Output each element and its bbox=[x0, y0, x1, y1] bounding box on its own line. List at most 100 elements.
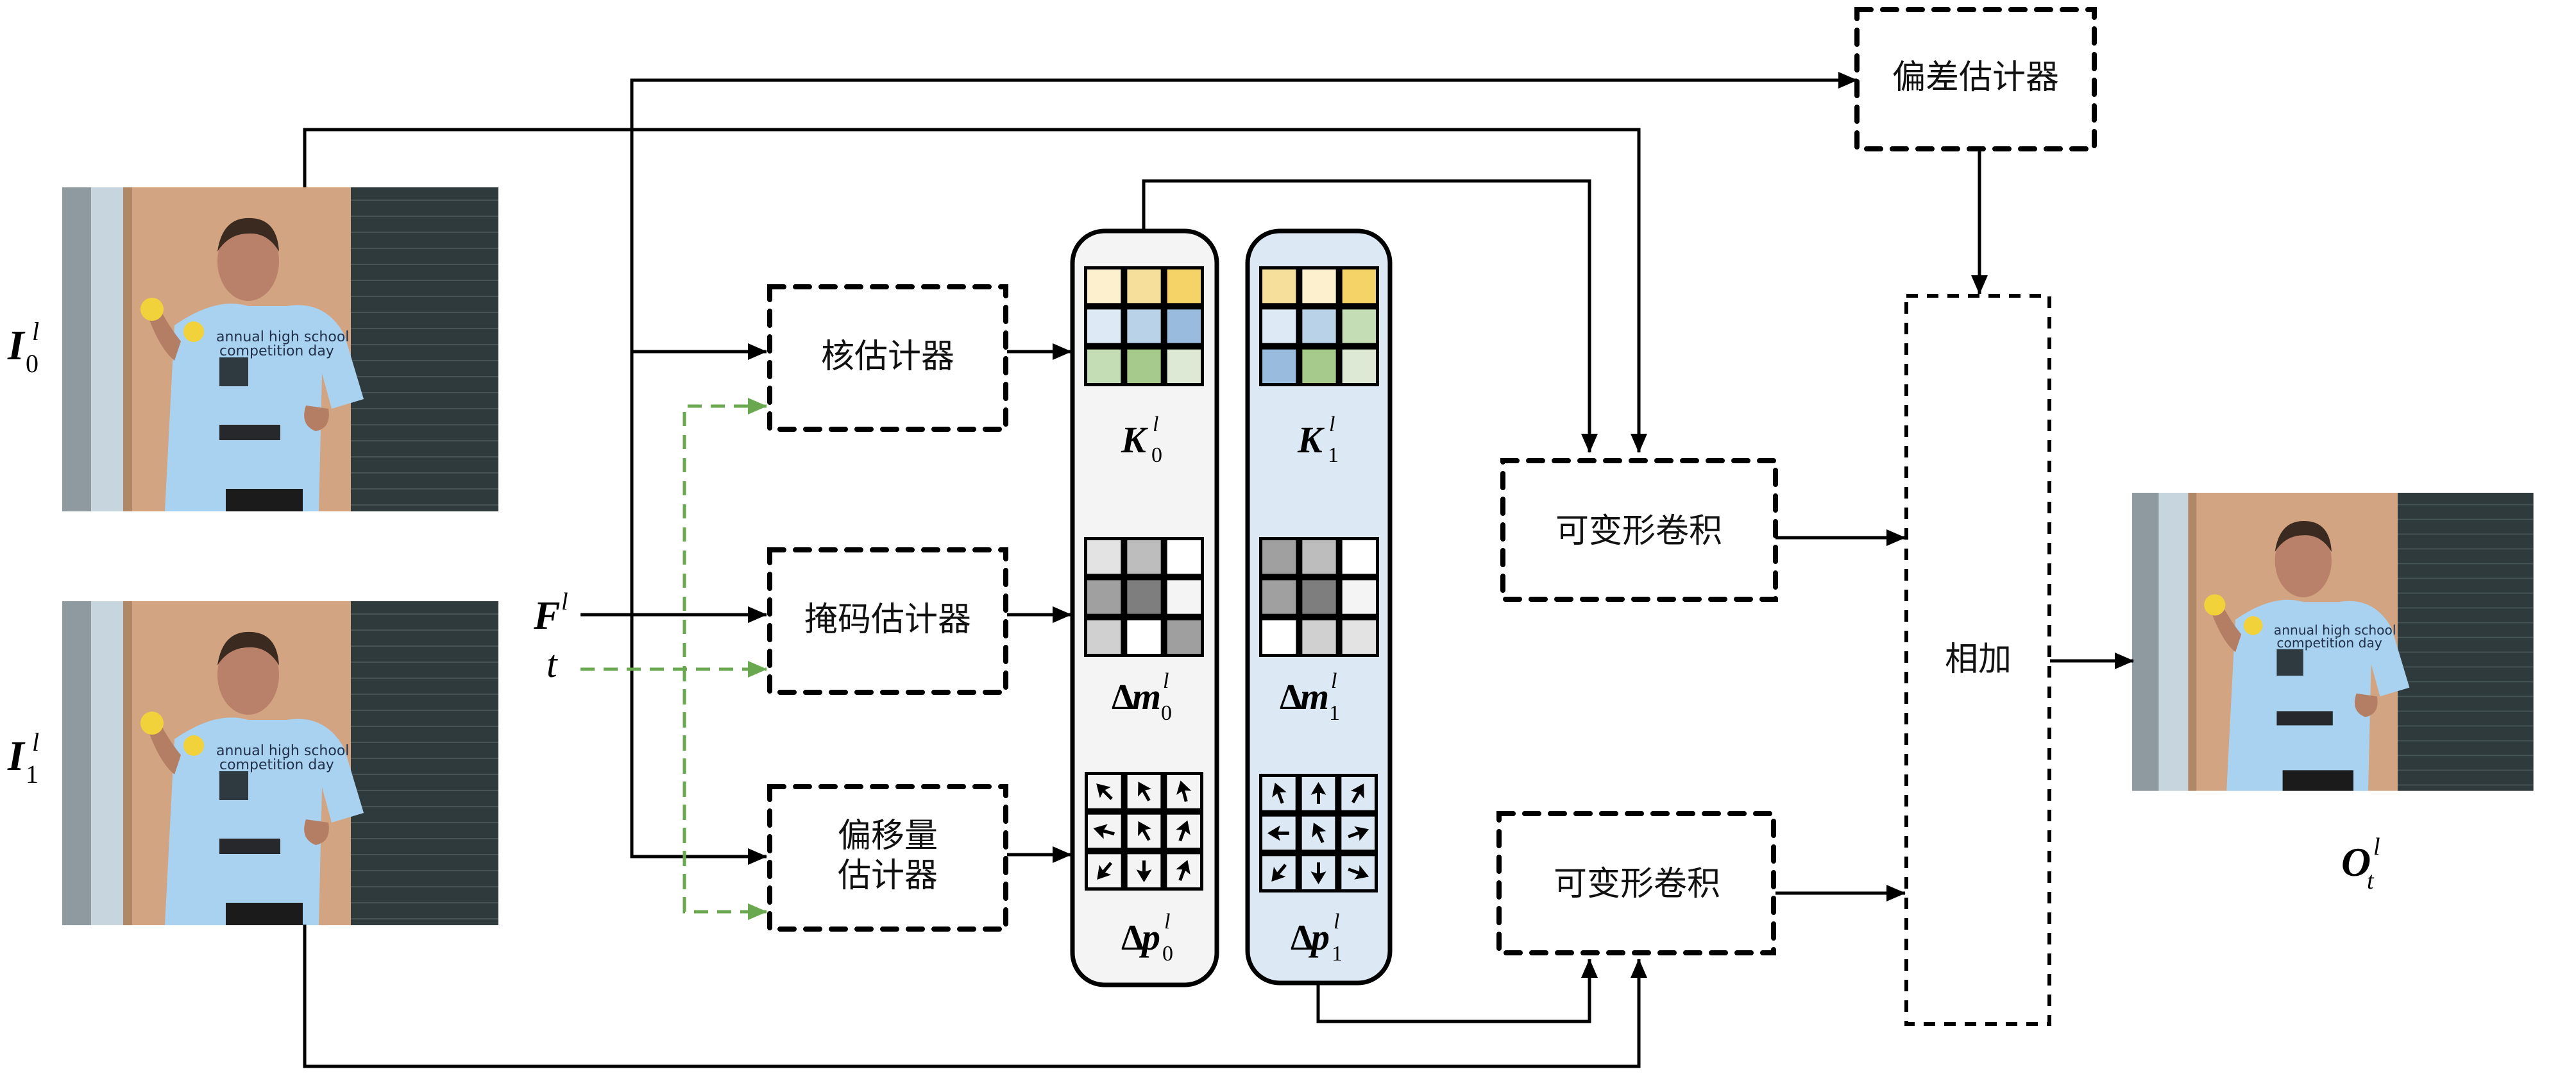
mask-0-cell bbox=[1087, 580, 1121, 614]
mask-0-cell bbox=[1127, 580, 1161, 614]
panel-frame-0: K l 0 Δ m l 0 Δ p l 0 bbox=[1070, 228, 1219, 987]
mask-label-0-sub: 0 bbox=[1161, 701, 1172, 725]
kernel-1-cell bbox=[1262, 349, 1296, 383]
kernel-1-cell bbox=[1302, 269, 1336, 303]
kernel-grid-1 bbox=[1259, 266, 1379, 386]
kernel-grid-0 bbox=[1084, 266, 1204, 386]
kernel-label-1-sub: 1 bbox=[1328, 443, 1339, 467]
kernel-0-cell bbox=[1087, 269, 1121, 303]
offset-arrow-icon bbox=[1138, 821, 1151, 841]
offset-arrow-icon bbox=[1138, 781, 1151, 801]
offset-label-1-sup: l bbox=[1334, 910, 1339, 934]
feature-label-sup: l bbox=[561, 588, 568, 615]
offset-label-0-sup: l bbox=[1164, 910, 1170, 934]
output-label-sup: l bbox=[2373, 833, 2380, 860]
output-photo bbox=[2131, 492, 2534, 792]
output-frame bbox=[2131, 492, 2534, 792]
kernel-label-1-sup: l bbox=[1329, 413, 1335, 436]
kernel-0-cell bbox=[1087, 349, 1121, 383]
bias-estimator-label: 偏差估计器 bbox=[1892, 58, 2059, 97]
kernel-0-cell bbox=[1127, 349, 1161, 383]
mask-grid-0 bbox=[1084, 537, 1204, 657]
mask-1-cell bbox=[1302, 580, 1336, 614]
frame-1-label-base: I bbox=[7, 733, 26, 780]
kernel-label-1: K l 1 bbox=[1297, 413, 1339, 467]
offset-estimator-label-line1: 偏移量 bbox=[838, 817, 938, 855]
frame-1-photo bbox=[62, 601, 499, 926]
kernel-1-cell bbox=[1302, 349, 1336, 383]
kernel-label-0: K l 0 bbox=[1121, 413, 1162, 467]
mask-1-cell bbox=[1342, 580, 1376, 614]
offset-arrow-icon bbox=[1267, 825, 1289, 841]
mask-0-cell bbox=[1127, 540, 1161, 574]
frame-0-label-base: I bbox=[7, 322, 26, 369]
kernel-1-cell bbox=[1302, 309, 1336, 343]
offset-arrow-icon bbox=[1176, 860, 1191, 882]
offset-arrow-icon bbox=[1310, 781, 1326, 804]
offset-arrow-icon bbox=[1176, 820, 1191, 842]
offset-grid-0 bbox=[1085, 772, 1203, 891]
panel-frame-1: K l 1 Δ m l 1 Δ p l 1 bbox=[1245, 228, 1393, 986]
frame-0-photo bbox=[62, 187, 499, 512]
bias-estimator-box bbox=[1854, 7, 2097, 151]
edge-frame0-to-deform-top bbox=[303, 128, 1647, 453]
deform-conv-bottom-label: 可变形卷积 bbox=[1554, 865, 1720, 903]
frame-1-label: I l 1 bbox=[7, 728, 39, 789]
mask-label-0: Δ m l 0 bbox=[1112, 669, 1172, 725]
output-label-base: O bbox=[2341, 839, 2371, 885]
add-box bbox=[1904, 294, 2051, 1026]
kernel-1-cell bbox=[1262, 269, 1296, 303]
output-label: O l t bbox=[2341, 833, 2380, 894]
offset-label-1-base: p bbox=[1308, 916, 1330, 958]
mask-0-cell bbox=[1167, 580, 1201, 614]
offset-estimator-box bbox=[767, 784, 1008, 932]
offset-estimator-label-line2: 估计器 bbox=[838, 857, 938, 895]
mask-estimator-box bbox=[767, 547, 1008, 695]
frame-1-label-sup: l bbox=[32, 728, 39, 756]
offset-arrow-icon bbox=[1350, 783, 1364, 803]
kernel-0-cell bbox=[1167, 349, 1201, 383]
kernel-label-1-base: K bbox=[1297, 419, 1325, 461]
edge-panel0-to-deform-top bbox=[1142, 179, 1598, 453]
deform-conv-top-label: 可变形卷积 bbox=[1555, 512, 1722, 551]
kernel-0-cell bbox=[1167, 309, 1201, 343]
edge-feature-to-offset bbox=[630, 738, 767, 865]
edge-frame1-to-deform-bottom bbox=[303, 925, 1647, 1068]
edge-time-to-kernel bbox=[682, 398, 767, 911]
offset-arrow-icon bbox=[1136, 860, 1152, 883]
input-frame-0 bbox=[62, 187, 499, 512]
offset-arrow-icon bbox=[1348, 865, 1369, 880]
mask-1-cell bbox=[1262, 620, 1296, 654]
frame-1-label-sub: 1 bbox=[26, 760, 38, 789]
offset-arrow-icon bbox=[1097, 862, 1113, 880]
mask-grid-1 bbox=[1259, 537, 1379, 657]
mask-1-cell bbox=[1342, 620, 1376, 654]
offset-label-0: Δ p l 0 bbox=[1121, 910, 1173, 966]
mask-label-0-base: m bbox=[1132, 676, 1161, 717]
offset-arrow-icon bbox=[1271, 864, 1287, 882]
connectors bbox=[303, 72, 2134, 1068]
kernel-1-cell bbox=[1262, 309, 1296, 343]
offset-arrow-icon bbox=[1310, 862, 1326, 885]
edge-time-to-offset bbox=[682, 667, 767, 920]
offset-arrow-icon bbox=[1093, 824, 1115, 839]
mask-1-cell bbox=[1262, 540, 1296, 574]
mask-1-cell bbox=[1302, 620, 1336, 654]
frame-0-label: I l 0 bbox=[7, 317, 39, 378]
kernel-label-0-sub: 0 bbox=[1151, 443, 1162, 467]
offset-arrow-icon bbox=[1348, 826, 1369, 841]
mask-label-1-sub: 1 bbox=[1329, 701, 1340, 725]
frame-0-label-sub: 0 bbox=[26, 349, 38, 378]
kernel-0-cell bbox=[1127, 269, 1161, 303]
time-label: t bbox=[547, 643, 558, 685]
input-frame-1 bbox=[62, 601, 499, 926]
mask-label-1-sup: l bbox=[1331, 669, 1337, 693]
output-label-sub: t bbox=[2367, 867, 2375, 894]
deform-conv-bottom-box bbox=[1496, 811, 1776, 955]
mask-label-0-prefix: Δ bbox=[1112, 678, 1134, 717]
offset-arrow-icon bbox=[1272, 782, 1287, 804]
kernel-0-cell bbox=[1087, 309, 1121, 343]
frame-0-label-sup: l bbox=[32, 317, 39, 346]
edge-panel1-to-deform-bottom bbox=[1316, 959, 1598, 1023]
